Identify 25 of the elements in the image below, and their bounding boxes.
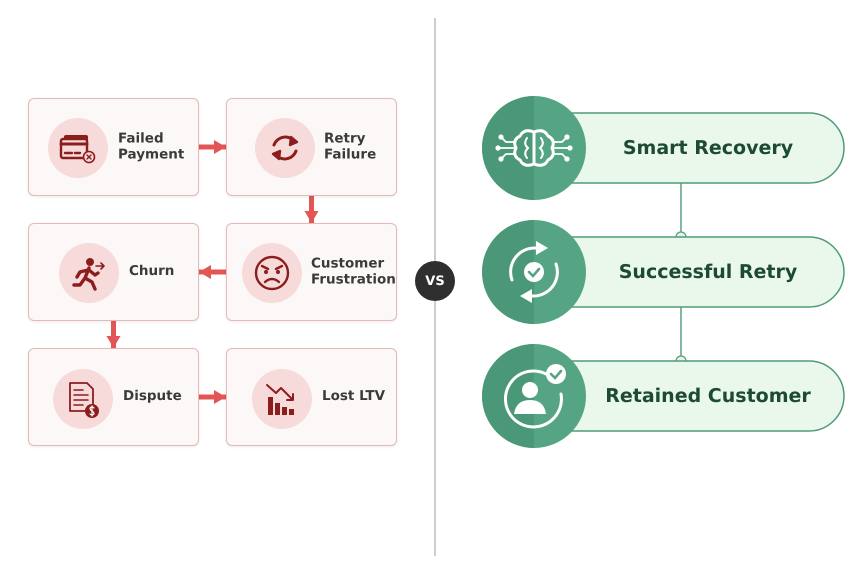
arrow: [199, 265, 226, 279]
outcome-pill: [482, 96, 844, 200]
step-label: Failed Payment: [118, 131, 186, 163]
step-label: Customer Frustration: [311, 256, 396, 288]
vs-badge: [415, 261, 455, 301]
step-card: [226, 223, 397, 321]
step-card: [28, 348, 199, 446]
step-label: Retry Failure: [324, 131, 378, 163]
step-label: Lost LTV: [322, 389, 386, 405]
step-card: [226, 348, 397, 446]
arrow: [304, 196, 318, 223]
step-label: Churn: [129, 264, 176, 280]
outcome-label: Successful Retry: [618, 261, 798, 283]
arrow: [199, 140, 226, 154]
step-card: [226, 98, 397, 196]
outcome-label: Smart Recovery: [622, 137, 794, 159]
vs-label: VS: [425, 274, 445, 288]
step-label: Dispute: [123, 389, 183, 405]
outcome-pill: [482, 344, 844, 448]
arrow: [106, 321, 120, 348]
outcome-label: Retained Customer: [604, 385, 812, 407]
arrow: [199, 390, 226, 404]
step-card: [28, 98, 199, 196]
outcome-pill: [482, 220, 844, 324]
step-card: [28, 223, 199, 321]
